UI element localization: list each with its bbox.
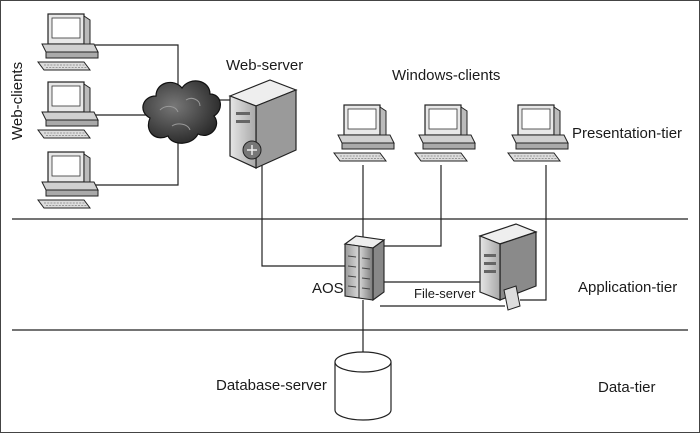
file-server-label: File-server bbox=[414, 286, 476, 301]
presentation-tier-label: Presentation-tier bbox=[572, 125, 682, 142]
web-client-computer-icon bbox=[37, 13, 99, 71]
windows-client-computer-icon bbox=[507, 104, 569, 162]
data-tier-label: Data-tier bbox=[598, 379, 656, 396]
aos-server-icon bbox=[343, 235, 386, 302]
windows-client-computer-icon bbox=[414, 104, 476, 162]
web-clients-label: Web-clients bbox=[9, 62, 26, 140]
web-server-label: Web-server bbox=[226, 57, 303, 74]
web-server-icon bbox=[228, 79, 298, 169]
connection-lines bbox=[95, 44, 547, 352]
database-server-icon bbox=[334, 351, 392, 421]
internet-cloud-icon bbox=[142, 80, 221, 144]
web-client-computer-icon bbox=[37, 81, 99, 139]
windows-clients-label: Windows-clients bbox=[392, 67, 500, 84]
web-client-computer-icon bbox=[37, 151, 99, 209]
database-server-label: Database-server bbox=[216, 377, 327, 394]
windows-client-computer-icon bbox=[333, 104, 395, 162]
aos-label: AOS bbox=[312, 280, 344, 297]
application-tier-label: Application-tier bbox=[578, 279, 677, 296]
file-server-icon bbox=[478, 223, 538, 311]
